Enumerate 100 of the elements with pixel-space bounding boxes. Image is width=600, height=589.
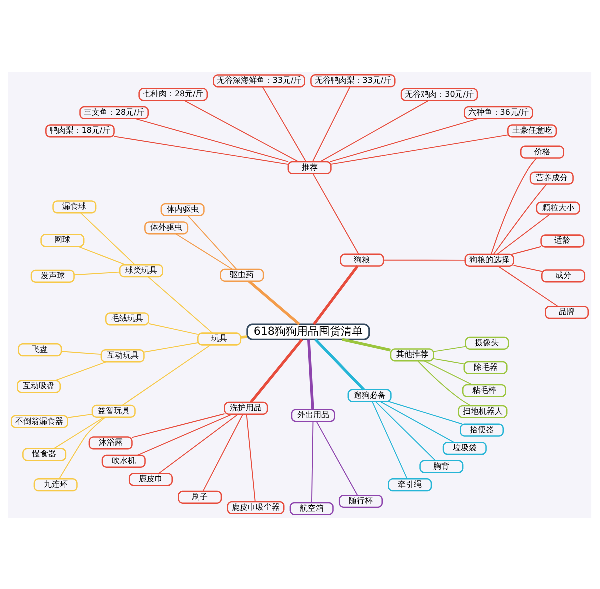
node-box: 体内驱虫 <box>160 202 205 216</box>
node-box: 网球 <box>40 234 85 247</box>
connector <box>158 414 239 474</box>
connector <box>512 246 542 254</box>
connector <box>314 338 365 390</box>
connector <box>54 416 105 449</box>
node-box: 发声球 <box>30 269 75 282</box>
node-box: 益智玩具 <box>92 404 136 418</box>
connector <box>137 414 233 456</box>
node-box: 扫地机器人 <box>458 404 508 418</box>
connector <box>380 400 455 443</box>
node-box: 营养成分 <box>530 171 574 184</box>
node-box: 吹水机 <box>102 454 146 468</box>
connector <box>375 400 436 461</box>
node-box: 玩具 <box>198 332 242 346</box>
node-box: 飞盘 <box>18 343 62 356</box>
connector <box>148 276 214 334</box>
node-box: 体外驱虫 <box>144 221 189 234</box>
node-box: 其他推荐 <box>390 348 434 362</box>
node-box: 毛绒玩具 <box>105 312 150 326</box>
node-box: 拾便器 <box>460 423 504 436</box>
node-box: 价格 <box>520 145 564 158</box>
node-box: 无谷鸭肉梨：33元/斤 <box>310 74 396 88</box>
connector <box>132 413 226 438</box>
node-box: 六种鱼：36元/斤 <box>464 106 534 120</box>
node-box: 鸭肉梨：18元/斤 <box>46 124 115 138</box>
connector <box>493 183 548 254</box>
connector <box>424 360 473 385</box>
node-box: 随行杯 <box>338 494 383 508</box>
node-box: 除毛器 <box>464 360 508 374</box>
connector <box>74 271 120 276</box>
connector <box>490 158 538 254</box>
node-box: 狗粮 <box>340 253 384 266</box>
node-box: 无谷鸡肉：30元/斤 <box>400 88 478 101</box>
connector <box>342 338 391 352</box>
node-box: 九连环 <box>34 478 78 492</box>
node-box: 沐浴露 <box>88 436 133 450</box>
connector <box>80 212 136 265</box>
node-box: 品牌 <box>545 306 590 319</box>
node-box: 不倒翁漏食器 <box>10 414 68 428</box>
node-box: 三文鱼：28元/斤 <box>80 106 149 120</box>
connector <box>61 350 102 355</box>
node-box: 618狗狗用品囤货清单 <box>246 323 370 340</box>
connector <box>418 360 472 406</box>
connector <box>202 414 244 492</box>
node-box: 垃圾袋 <box>442 441 487 455</box>
connector <box>114 136 289 164</box>
connector <box>513 264 542 272</box>
node-box: 鹿皮巾吸尘器 <box>227 500 285 514</box>
node-box: 外出用品 <box>291 408 336 422</box>
node-box: 粘毛棒 <box>462 384 506 397</box>
node-box: 适龄 <box>540 234 585 248</box>
connector <box>320 100 430 162</box>
node-box: 牵引绳 <box>388 478 432 492</box>
connector <box>176 233 234 270</box>
node-box: 摄像头 <box>465 336 510 350</box>
node-box: 胸背 <box>420 460 464 473</box>
node-box: 洗护用品 <box>224 401 268 415</box>
connector <box>433 346 466 352</box>
connector <box>122 344 211 406</box>
node-box: 遛狗必备 <box>348 388 392 402</box>
node-box: 互动吸盘 <box>17 380 62 393</box>
connector <box>240 335 248 338</box>
node-box: 狗粮的选择 <box>464 253 514 267</box>
connector <box>248 280 300 326</box>
node-box: 刷子 <box>178 490 222 504</box>
node-box: 颗粒大小 <box>536 201 580 214</box>
connector <box>388 400 463 424</box>
connector <box>312 172 360 254</box>
node-box: 鹿皮巾 <box>128 472 173 486</box>
connector <box>330 118 479 162</box>
connector <box>496 213 551 254</box>
connector <box>58 416 106 480</box>
connector <box>316 420 358 496</box>
connector <box>54 361 107 381</box>
connector <box>330 134 509 164</box>
node-box: 漏食球 <box>52 200 97 214</box>
node-box: 无谷深海鲜鱼：33元/斤 <box>213 74 306 88</box>
connector <box>372 401 408 480</box>
node-box: 互动玩具 <box>100 349 145 362</box>
connector <box>246 414 256 502</box>
node-box: 土豪任意吃 <box>508 124 558 138</box>
node-box: 球类玩具 <box>119 264 164 278</box>
node-box: 成分 <box>542 269 586 282</box>
connector <box>262 86 307 162</box>
connector <box>250 338 304 403</box>
connector <box>434 358 465 364</box>
connector <box>68 413 93 418</box>
connector <box>144 342 199 352</box>
node-box: 航空箱 <box>290 502 334 515</box>
connector <box>78 246 126 265</box>
connector <box>498 265 558 306</box>
connector <box>313 264 359 325</box>
connector <box>383 259 466 260</box>
connector <box>135 118 289 162</box>
node-box: 慢食器 <box>22 448 67 461</box>
connector <box>184 100 300 162</box>
connector <box>188 215 238 270</box>
connector <box>148 322 198 335</box>
connector <box>312 86 351 162</box>
